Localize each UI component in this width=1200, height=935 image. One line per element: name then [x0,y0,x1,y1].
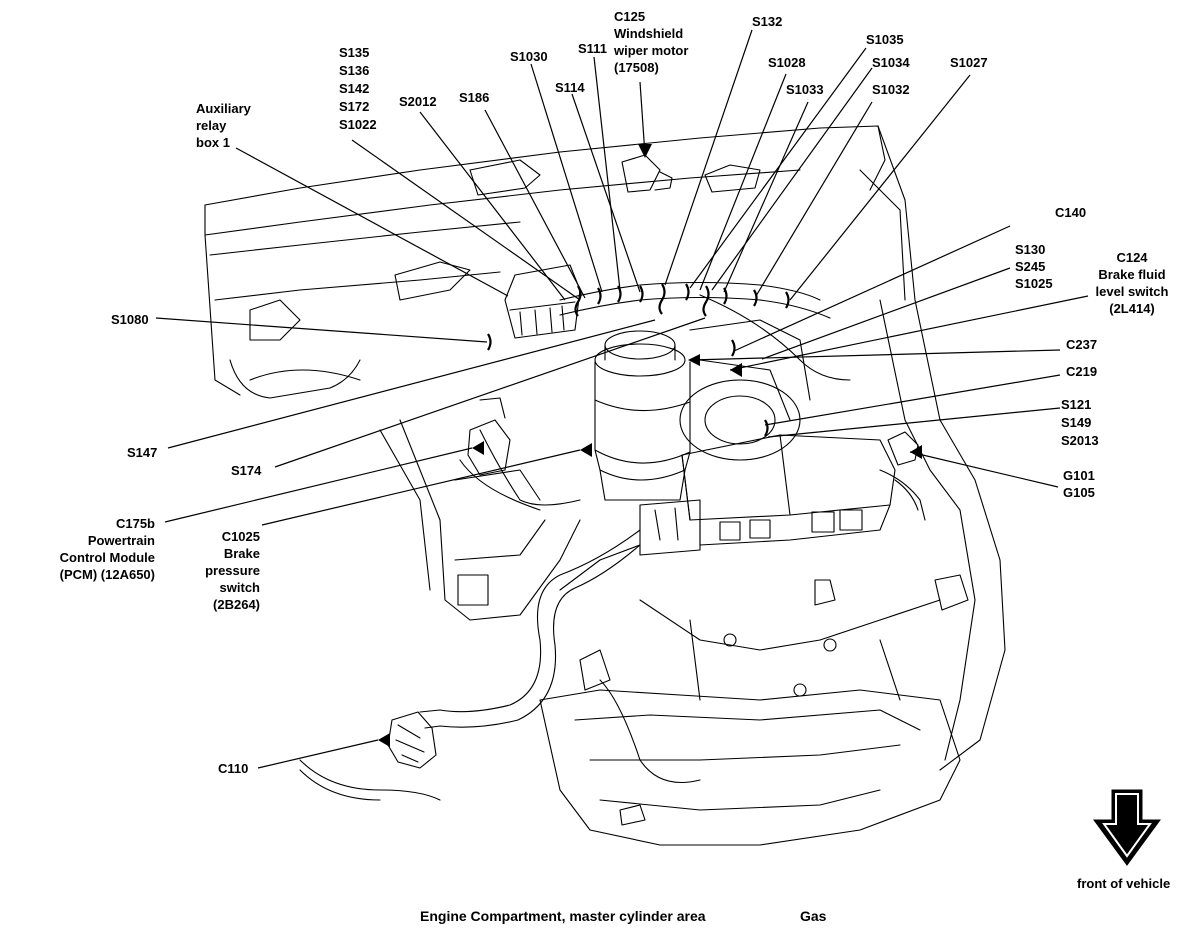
aux-relay-line-1: Auxiliary [196,101,251,116]
splice-s245: S245 [1015,259,1046,274]
brake-fluid-reservoir [594,330,691,501]
splice-s142: S142 [339,81,370,96]
s121-group-label: S121 S149 S2013 [1061,396,1099,450]
splice-s130: S130 [1015,242,1046,257]
ground-group-label: G101 G105 [1063,467,1095,501]
s111-label: S111 [578,41,607,56]
splice-s1022: S1022 [339,117,377,132]
c110-connector [387,711,437,769]
c1025-desc-3: switch [219,580,260,595]
s1035-label: S1035 [866,32,904,47]
c124-desc-1: Brake fluid [1098,267,1166,282]
c175b-id: C175b [115,516,155,531]
c1025-label: C1025 Brake pressure switch (2B264) [190,528,260,613]
aux-relay-line-3: box 1 [196,135,230,150]
s1080-label: S1080 [111,312,149,327]
s132-label: S132 [752,14,783,29]
s114-label: S114 [555,80,585,95]
s1028-label: S1028 [768,55,806,70]
c237-label: C237 [1066,337,1098,352]
c125-desc-1: Windshield [614,26,684,41]
c124-id: C124 [1116,250,1148,265]
front-of-vehicle-label: front of vehicle [1077,876,1171,891]
right-side-connectors [879,431,926,521]
front-direction-arrow [1093,789,1161,866]
s1033-label: S1033 [786,82,824,97]
aux-relay-label: Auxiliary relay box 1 [196,100,251,151]
caption-title: Engine Compartment, master cylinder area [420,908,706,924]
c110-label: C110 [218,761,249,776]
caption-variant: Gas [800,908,827,924]
c1025-desc-1: Brake [223,546,260,561]
callout-leaders [155,29,1089,769]
fuse-box [639,434,896,556]
s1030-label: S1030 [510,49,548,64]
ground-g105: G105 [1063,485,1095,500]
s2012-label: S2012 [399,94,437,109]
brake-booster [679,319,811,461]
c124-label: C124 Brake fluid level switch (2L414) [1088,249,1176,317]
c125-label: C125 Windshield wiper motor (17508) [614,8,688,76]
splice-group-label: S135 S136 S142 S172 S1022 [339,44,377,134]
s130-group-label: S130 S245 S1025 [1015,241,1053,292]
callout-arrowheads [378,144,922,747]
c124-desc-3: (2L414) [1109,301,1155,316]
s147-label: S147 [127,445,158,460]
c1025-desc-4: (2B264) [213,597,260,612]
c125-id: C125 [614,9,646,24]
ground-g101: G101 [1063,468,1095,483]
c175b-label: C175b Powertrain Control Module (PCM) (1… [40,515,155,583]
c175b-desc-3: (PCM) (12A650) [59,567,155,582]
splice-s135: S135 [339,45,370,60]
splice-s172: S172 [339,99,370,114]
diagram-caption: Engine Compartment, master cylinder area [420,908,706,924]
splice-s1025: S1025 [1015,276,1053,291]
c124-desc-2: level switch [1095,284,1169,299]
cowl-panel [204,125,1006,771]
s174-label: S174 [231,463,262,478]
splice-s121: S121 [1061,397,1092,412]
pcm-connector [454,397,541,501]
cowl-harness [559,281,851,381]
c1025-desc-2: pressure [205,563,260,578]
auxiliary-relay-box [504,264,581,339]
c219-label: C219 [1066,364,1098,379]
splice-s136: S136 [339,63,370,78]
s186-label: S186 [459,90,490,105]
c140-label: C140 [1055,205,1087,220]
c125-desc-3: (17508) [614,60,659,75]
aux-relay-line-2: relay [196,118,227,133]
inner-fender [379,419,641,621]
splice-s2013: S2013 [1061,433,1099,448]
s1034-label: S1034 [872,55,910,70]
wiper-motor-connector [621,154,673,193]
c175b-desc-2: Control Module [59,550,155,565]
c125-desc-2: wiper motor [614,43,689,58]
c175b-desc-1: Powertrain [87,533,155,548]
s1032-label: S1032 [872,82,910,97]
lower-structure [539,574,969,846]
s1027-label: S1027 [950,55,988,70]
main-harness [249,369,701,801]
splice-markers [487,283,790,437]
splice-s149: S149 [1061,415,1092,430]
c1025-id: C1025 [221,529,260,544]
